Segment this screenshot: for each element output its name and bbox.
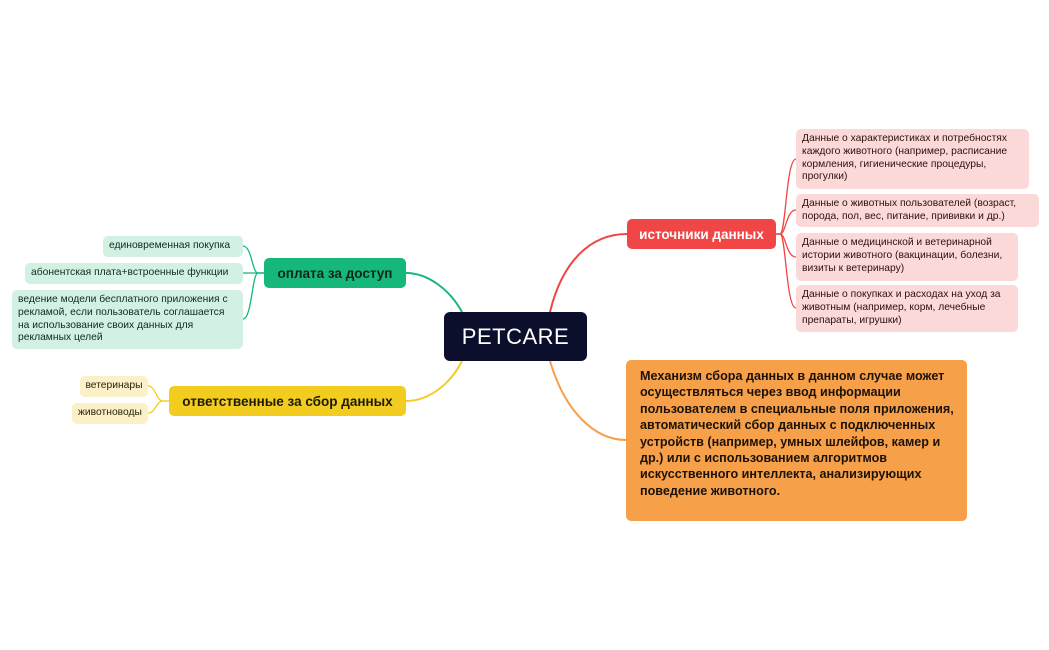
leaf-veterinarians[interactable]: ветеринары bbox=[80, 376, 148, 397]
connector-root-payment bbox=[405, 272, 463, 313]
connector-root-mechanism bbox=[549, 360, 627, 441]
connector-responsible-leaf-1 bbox=[147, 385, 169, 402]
connector-sources-leaf-2 bbox=[776, 209, 797, 235]
leaf-one-time-purchase[interactable]: единовременная покупка bbox=[103, 236, 243, 257]
leaf-breeders[interactable]: животноводы bbox=[72, 403, 148, 424]
branch-payment[interactable]: оплата за доступ bbox=[264, 258, 406, 288]
leaf-subscription[interactable]: абонентская плата+встроенные функции bbox=[25, 263, 243, 284]
leaf-medical-history-data[interactable]: Данные о медицинской и ветеринарной исто… bbox=[796, 233, 1018, 281]
connector-root-responsible bbox=[405, 360, 463, 402]
connector-sources-leaf-3 bbox=[776, 233, 797, 258]
connector-responsible-leaf-2 bbox=[147, 400, 169, 414]
connector-payment-leaf-3 bbox=[242, 272, 264, 320]
leaf-user-animals-data[interactable]: Данные о животных пользователей (возраст… bbox=[796, 194, 1039, 227]
branch-collection-mechanism[interactable]: Механизм сбора данных в данном случае мо… bbox=[626, 360, 967, 521]
connector-sources-leaf-4 bbox=[776, 233, 797, 309]
branch-responsible[interactable]: ответственные за сбор данных bbox=[169, 386, 406, 416]
connector-sources-leaf-1 bbox=[776, 158, 797, 235]
connector-root-sources bbox=[549, 233, 628, 313]
root-node[interactable]: PETCARE bbox=[444, 312, 587, 361]
leaf-purchases-data[interactable]: Данные о покупках и расходах на уход за … bbox=[796, 285, 1018, 332]
leaf-animal-needs-data[interactable]: Данные о характеристиках и потребностях … bbox=[796, 129, 1029, 189]
leaf-free-with-ads[interactable]: ведение модели бесплатного приложения с … bbox=[12, 290, 243, 349]
connector-payment-leaf-1 bbox=[242, 245, 264, 274]
branch-data-sources[interactable]: источники данных bbox=[627, 219, 776, 249]
